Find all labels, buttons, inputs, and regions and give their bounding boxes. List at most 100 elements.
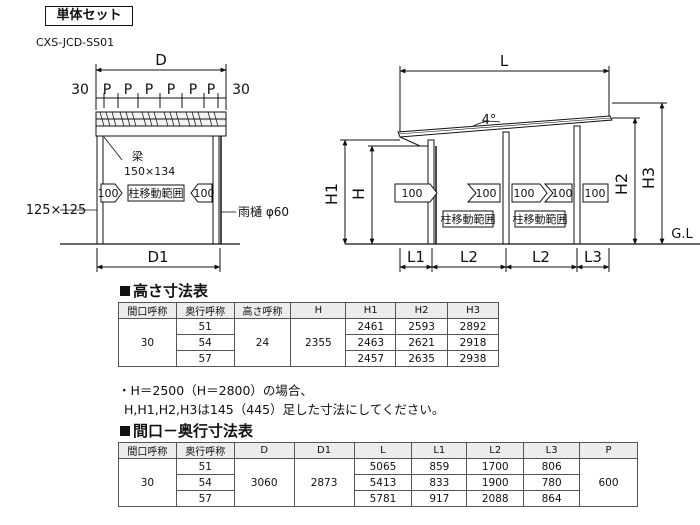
set-title: 単体セット [45, 6, 133, 26]
slope-angle: 4° [482, 113, 497, 128]
note-line-1: ・H＝2500（H＝2800）の場合、 [118, 383, 313, 398]
table-cell: 2635 [395, 350, 449, 367]
table-cell: 5781 [353, 490, 413, 507]
dim-h1: H1 [322, 183, 341, 205]
table-cell: 5413 [353, 474, 413, 491]
table-header-row: 間口呼称 奥行呼称 D D1 L L1 L2 L3 P [118, 442, 638, 459]
dim-l2-second: L2 [532, 248, 550, 266]
dim-d: D [155, 51, 167, 69]
dim-l1: L1 [407, 248, 425, 266]
side-100-3: 100 [514, 187, 535, 200]
table-cell: 2621 [395, 334, 449, 351]
note-line-2: H,H1,H2,H3は145（445）足した寸法にしてください。 [124, 402, 445, 417]
table-row: 54 2463 2621 2918 [119, 334, 499, 351]
header-cell: 間口呼称 [118, 302, 177, 319]
header-cell: 奥行呼称 [175, 302, 235, 319]
ground-level: G.L [671, 227, 693, 242]
dim-p-6: P [207, 82, 215, 98]
table-cell: 2461 [345, 318, 397, 335]
h-cell: 2355 [290, 318, 347, 367]
beam-size: 150×134 [124, 165, 175, 178]
table-cell: 780 [523, 474, 581, 491]
dim-p-4: P [167, 82, 175, 98]
table-header-row: 間口呼称 奥行呼称 高さ呼称 H H1 H2 H3 [118, 302, 499, 319]
table-row: 54 5413 833 1900 780 [119, 474, 638, 491]
header-cell: L [353, 442, 413, 459]
header-cell: D1 [293, 442, 355, 459]
table-cell: 806 [523, 458, 581, 475]
table-cell: 864 [523, 490, 581, 507]
table-cell: 57 [175, 490, 235, 507]
header-cell: L1 [411, 442, 468, 459]
table-cell: 2892 [447, 318, 499, 335]
dim-l2-first: L2 [460, 248, 478, 266]
table-cell: 2457 [345, 350, 397, 367]
table-cell: 51 [175, 458, 235, 475]
technical-drawing: D 30 30 P P P P P P 梁 150×134 100 柱移動範囲 … [26, 51, 700, 272]
header-cell: P [579, 442, 638, 459]
table-cell: 54 [175, 474, 235, 491]
height-table: 間口呼称 奥行呼称 高さ呼称 H H1 H2 H3 30 51 24 2355 … [118, 302, 499, 367]
header-cell: H1 [345, 302, 397, 319]
square-bullet-icon [120, 286, 130, 296]
dim-h: H [349, 188, 368, 200]
dim-h2: H2 [612, 173, 631, 195]
depth-table: 間口呼称 奥行呼称 D D1 L L1 L2 L3 P 30 51 3060 2… [118, 442, 638, 507]
header-cell: H3 [447, 302, 499, 319]
side-post-area-2: 柱移動範囲 [513, 212, 568, 226]
dim-100-left: 100 [98, 187, 119, 200]
gutter-label: 雨樋 φ60 [238, 204, 289, 219]
dim-l3: L3 [584, 248, 602, 266]
side-view [340, 66, 700, 272]
beam-label: 梁 [132, 149, 143, 163]
dim-p-3: P [145, 82, 153, 98]
front-view-labels: D 30 30 P P P P P P 梁 150×134 100 柱移動範囲 … [26, 51, 289, 266]
dim-l: L [500, 52, 509, 70]
header-cell: 奥行呼称 [175, 442, 235, 459]
table-cell: 2918 [447, 334, 499, 351]
header-cell: 間口呼称 [118, 442, 177, 459]
table-cell: 5065 [353, 458, 413, 475]
header-cell: H [290, 302, 347, 319]
table-row: 57 5781 917 2088 864 [119, 490, 638, 507]
height-table-title: 高さ寸法表 [120, 280, 208, 301]
dim-100-right: 100 [194, 187, 215, 200]
d-cell: 3060 [233, 458, 295, 507]
dim-30-left: 30 [71, 82, 89, 98]
post-size: 125×125 [26, 203, 87, 218]
header-cell: H2 [395, 302, 449, 319]
table-cell: 2938 [447, 350, 499, 367]
header-cell: L2 [466, 442, 525, 459]
table-cell: 1700 [466, 458, 525, 475]
frontage-cell: 30 [118, 318, 177, 367]
side-100-4: 100 [552, 187, 573, 200]
height-name-cell: 24 [233, 318, 292, 367]
post-area-label: 柱移動範囲 [129, 186, 184, 200]
front-view [60, 64, 240, 272]
table-cell: 833 [411, 474, 468, 491]
table-cell: 859 [411, 458, 468, 475]
frontage-cell: 30 [118, 458, 177, 507]
depth-table-title: 間口－奥行寸法表 [120, 420, 253, 441]
header-cell: L3 [523, 442, 581, 459]
table-cell: 2463 [345, 334, 397, 351]
dim-p-2: P [124, 82, 132, 98]
table-cell: 54 [175, 334, 235, 351]
table-cell: 917 [411, 490, 468, 507]
table-cell: 51 [175, 318, 235, 335]
table-cell: 1900 [466, 474, 525, 491]
dim-p-5: P [189, 82, 197, 98]
header-cell: D [233, 442, 295, 459]
side-100-1: 100 [402, 187, 423, 200]
product-code: CXS-JCD-SS01 [36, 36, 115, 49]
header-cell: 高さ呼称 [233, 302, 292, 319]
dim-p-1: P [103, 82, 111, 98]
table-cell: 2088 [466, 490, 525, 507]
side-100-5: 100 [585, 187, 606, 200]
table-row: 30 51 24 2355 2461 2593 2892 [118, 318, 499, 367]
dim-h3: H3 [639, 167, 658, 189]
table-cell: 2593 [395, 318, 449, 335]
dim-30-right: 30 [232, 82, 250, 98]
dim-d1: D1 [147, 248, 168, 266]
p-cell: 600 [579, 458, 638, 507]
